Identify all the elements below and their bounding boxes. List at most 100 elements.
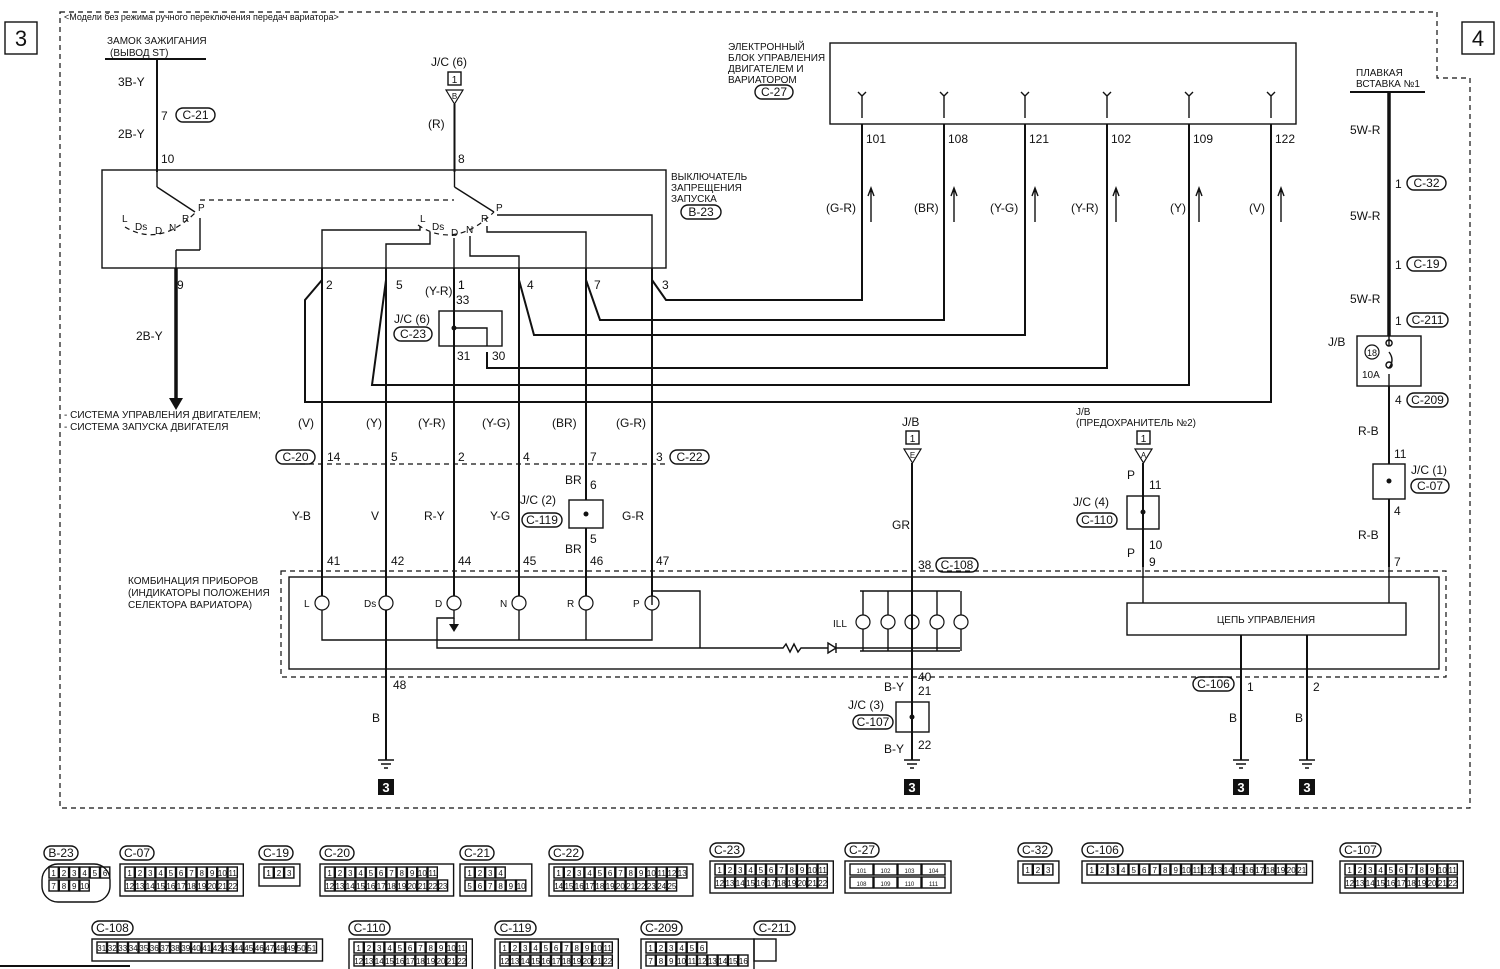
connector-cavity [58, 879, 70, 892]
connector-cavity [456, 941, 468, 954]
connector-cavity [1447, 876, 1459, 889]
connector-cavity-number: 101 [856, 869, 867, 875]
inhibitor-to-c22-wires [321, 268, 653, 567]
connector-cavity-number: 1 [1347, 866, 1352, 875]
connector-label-c107: C-107 [857, 715, 890, 729]
connector-cavity [353, 954, 365, 967]
connector-cavity [550, 954, 562, 967]
connector-cavity-number: 1 [356, 944, 361, 953]
connector-cavity-number: 4 [158, 869, 163, 878]
jc6-top-wire-color: (R) [428, 117, 445, 131]
connector-label-c211: C-211 [1412, 313, 1444, 327]
connector-cavity-number: 13 [510, 957, 519, 966]
connector-cavity-number: 15 [356, 882, 365, 891]
inhibitor-pin-7: 7 [594, 278, 601, 292]
connector-tag-c110 [1076, 512, 1118, 528]
connector-cavity-number: 19 [787, 879, 796, 888]
connector-cavity [646, 879, 657, 892]
connector-cavity [807, 876, 818, 889]
connector-cavity [786, 876, 798, 889]
connector-cavity [273, 866, 285, 879]
connector-label-c27: C-27 [761, 85, 787, 99]
connector-cavity [155, 866, 166, 879]
jc3-label: J/C (3) [848, 698, 884, 712]
connector-cavity [1385, 876, 1397, 889]
connector-cavity [615, 879, 626, 892]
connector-cavity-number: 15 [1376, 879, 1385, 888]
connector-label-c110: C-110 [1081, 513, 1113, 527]
connector-cavity [563, 879, 575, 892]
connector-cavity [1426, 863, 1438, 876]
ecu-title-3: ДВИГАТЕЛЕМ И [728, 64, 804, 75]
connector-cavity-number: 8 [575, 944, 580, 953]
connector-cavity [227, 879, 239, 892]
fusible-pin-c32: 1 [1395, 177, 1402, 191]
connector-cavity [1138, 863, 1150, 876]
connector-cavity [68, 866, 80, 879]
jb-right-label: J/B [1328, 335, 1345, 349]
fusible-wire-color-2: 5W-R [1350, 209, 1381, 223]
c22-pin-numbers: 14 5 2 4 7 3 [327, 450, 663, 464]
connector-cavity-number: 17 [767, 879, 776, 888]
connector-cavity [1275, 863, 1287, 876]
connector-view-label: C-211 [759, 921, 791, 935]
connector-cavity-number: 22 [637, 882, 646, 891]
connector-cavity-number: 19 [197, 882, 206, 891]
connector-cavity-number: 10 [418, 869, 427, 878]
ecu-title-2: БЛОК УПРАВЛЕНИЯ [728, 53, 825, 64]
connector-cavity [186, 866, 197, 879]
connector-cavity-number: 2 [1036, 866, 1041, 875]
connector-cavity-number: 2 [138, 869, 143, 878]
inhibitor-title-3: ЗАПУСКА [671, 194, 717, 205]
connector-cavity [571, 954, 583, 967]
connector-cavity-number: 21 [1297, 866, 1306, 875]
jc3-pin-22: 22 [918, 738, 932, 752]
connector-cavity-number: 7 [564, 944, 569, 953]
connector-cavity-number: 16 [739, 957, 748, 966]
svg-text:41: 41 [327, 554, 341, 568]
connector-cavity-number: 19 [1276, 866, 1285, 875]
connector-cavity-number: 1 [266, 869, 271, 878]
connector-cavity [216, 866, 228, 879]
connector-cavity-number: 22 [457, 957, 466, 966]
connector-cavity [1354, 863, 1366, 876]
fusible-wire-color-3: 5W-R [1350, 292, 1381, 306]
connector-cavity [344, 879, 356, 892]
connector-cavity [817, 863, 829, 876]
connector-cavity-number: 18 [416, 957, 425, 966]
connector-cavity-number: 7 [618, 869, 623, 878]
connector-cavity [363, 941, 375, 954]
connector-cavity [1406, 863, 1417, 876]
connector-cavity [604, 879, 616, 892]
connector-cavity-number: 6 [608, 869, 613, 878]
connector-cavity [738, 954, 749, 967]
connector-cavity-number: 14 [1366, 879, 1375, 888]
connector-cavity-number: 12 [1345, 879, 1354, 888]
connector-cavity [1354, 876, 1366, 889]
connector-cavity [665, 941, 677, 954]
ignition-wire-color-top: 3B-Y [118, 75, 145, 89]
connector-cavity [446, 941, 457, 954]
connector-cavity [553, 866, 565, 879]
connector-cavity-number: 4 [748, 866, 753, 875]
connector-cavity-number: 11 [818, 866, 827, 875]
svg-text:G-R: G-R [622, 509, 644, 523]
jb-fuse2-box-num: 1 [1141, 434, 1147, 445]
connector-cavity-number: 11 [688, 957, 697, 966]
connector-cavity-number: 2 [1358, 866, 1363, 875]
connector-cavity [676, 941, 687, 954]
connector-cavity [243, 941, 255, 954]
connector-cavity [134, 866, 146, 879]
jb-mid-box-num: 1 [910, 434, 916, 445]
connector-cavity [324, 879, 336, 892]
connector-cavity [201, 941, 213, 954]
connector-cavity [571, 941, 583, 954]
connector-cavity [206, 866, 218, 879]
connector-cavity [99, 866, 111, 879]
svg-text:(Y-R): (Y-R) [1071, 201, 1099, 215]
connector-cavity-number: 110 [905, 882, 915, 888]
connector-cavity [334, 866, 346, 879]
svg-text:3: 3 [908, 780, 915, 795]
